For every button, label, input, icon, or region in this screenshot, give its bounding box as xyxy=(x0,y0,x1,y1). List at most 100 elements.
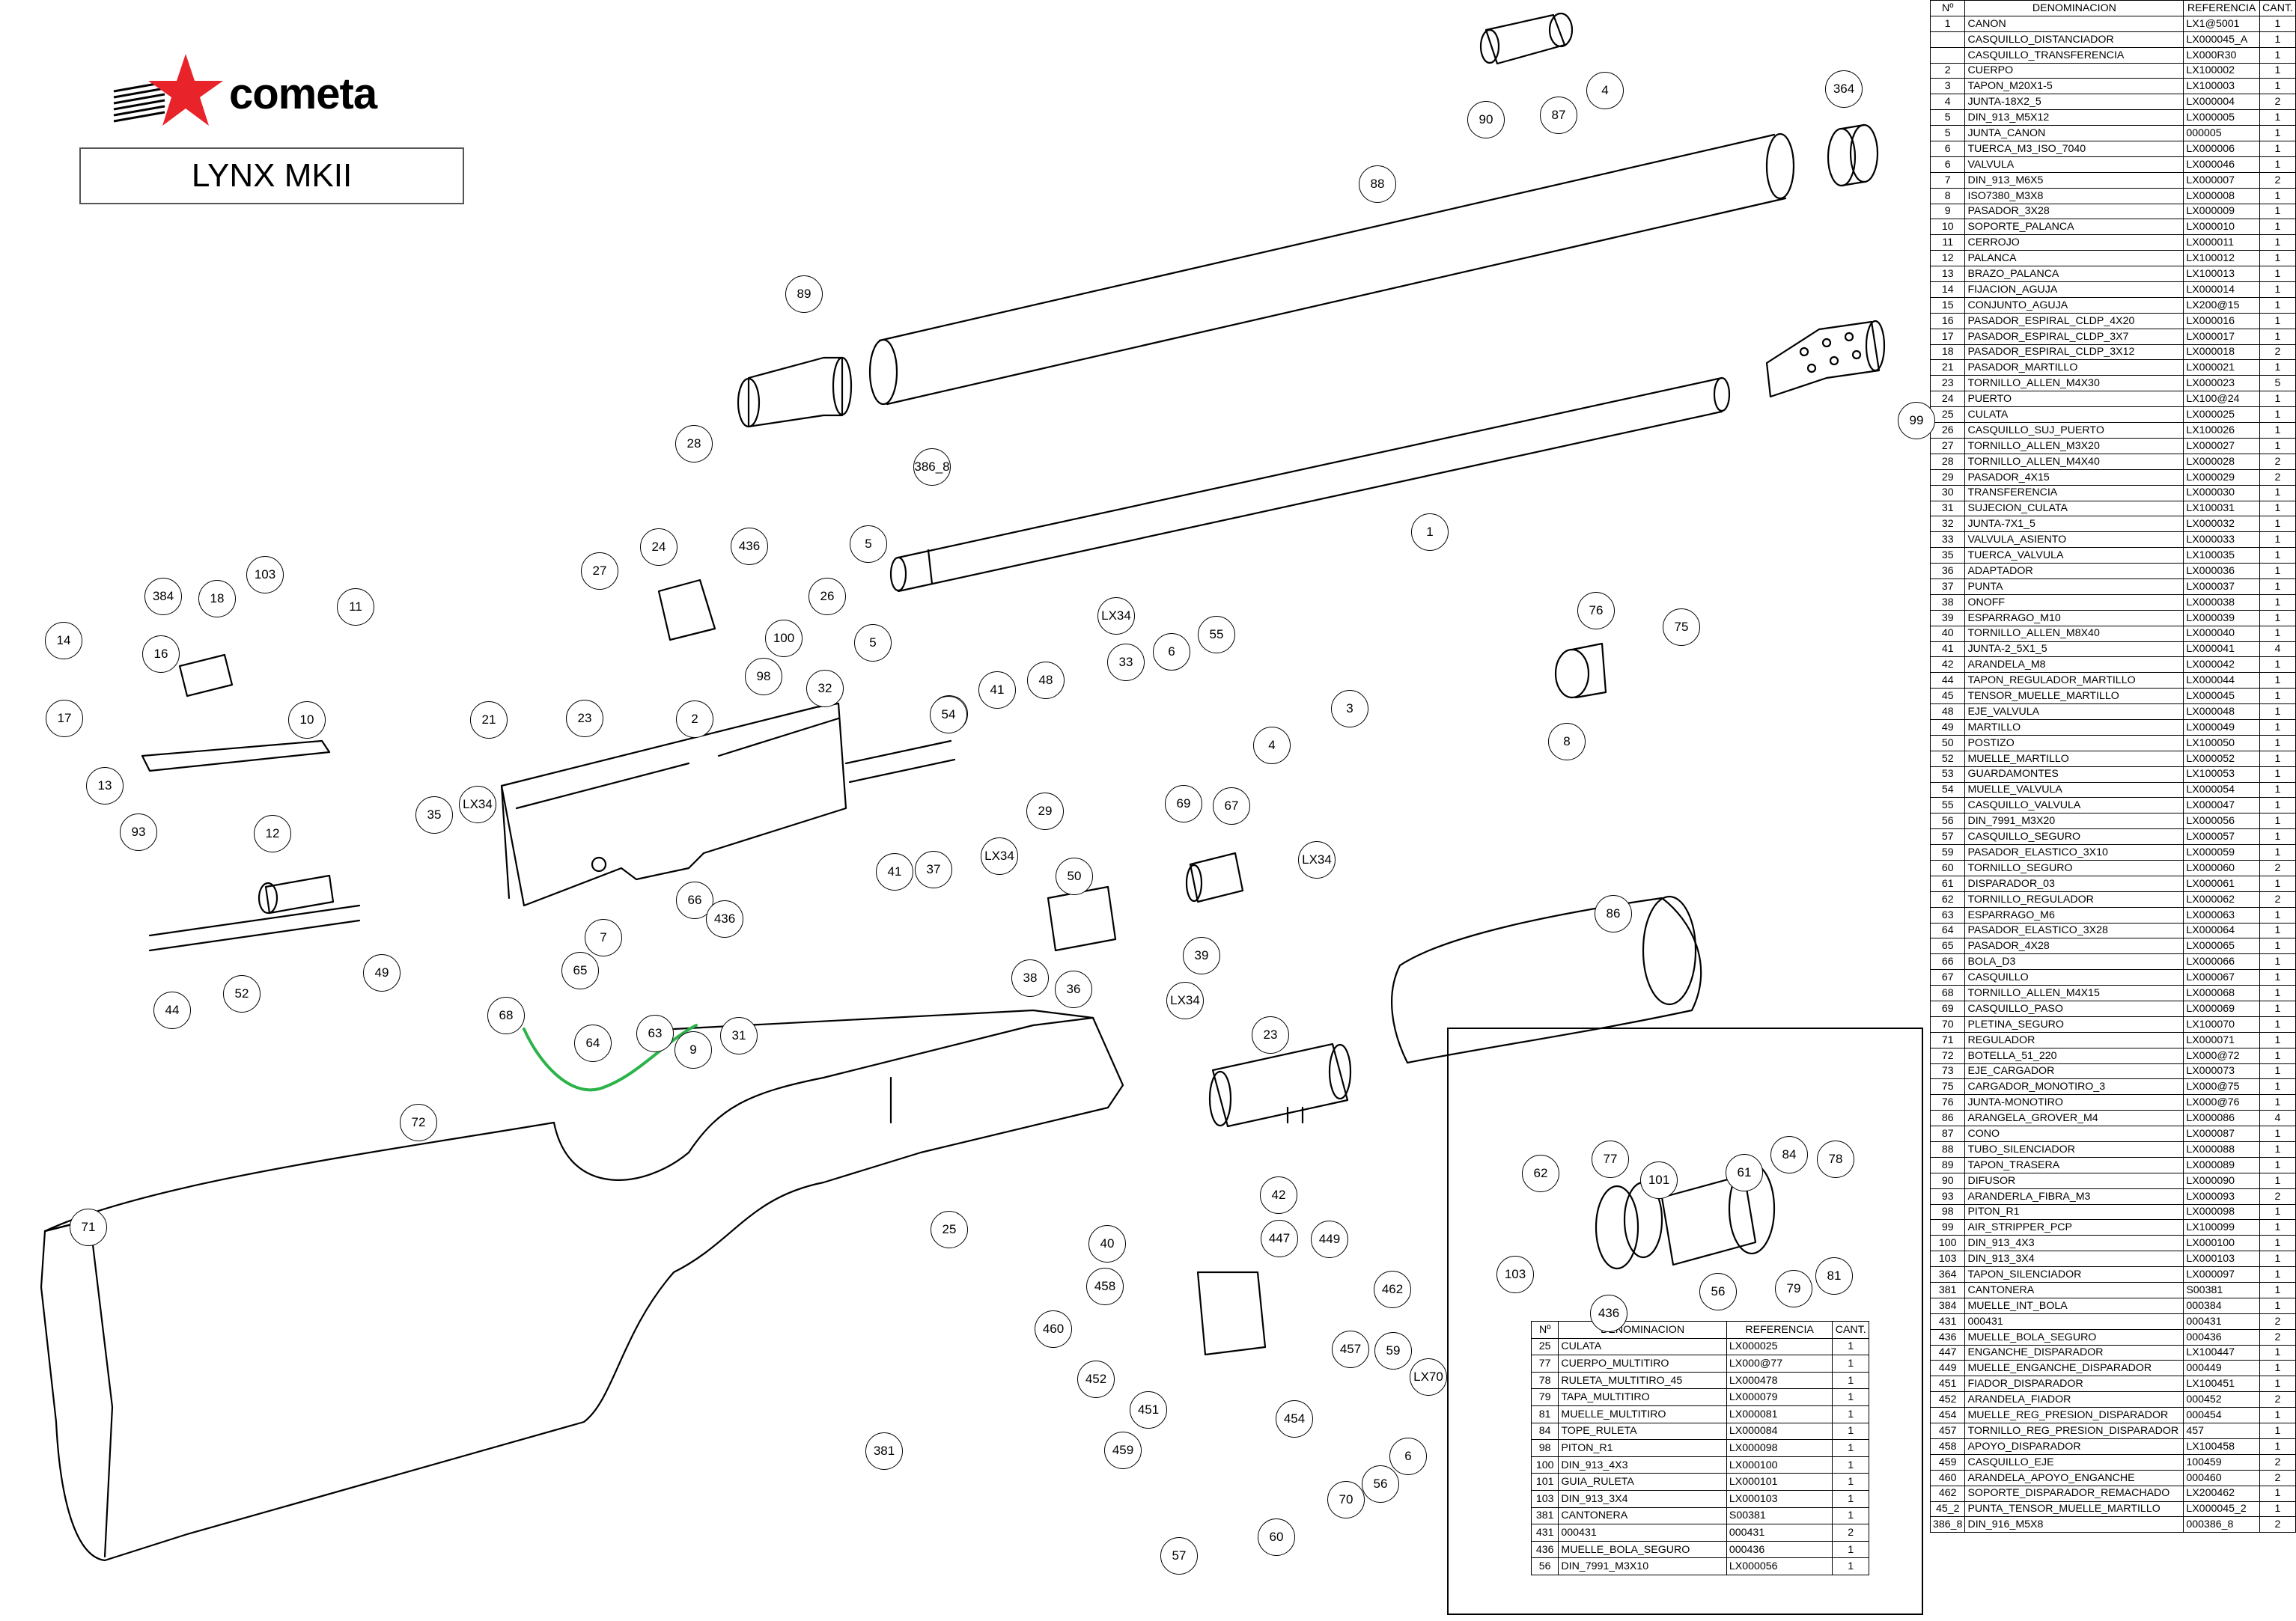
part-name: ESPARRAGO_M6 xyxy=(1964,906,2184,924)
part-name: DIN_913_4X3 xyxy=(1964,1235,2184,1252)
part-name: FIJACION_AGUJA xyxy=(1964,281,2184,298)
part-reference: LX100099 xyxy=(2183,1219,2260,1236)
part-callout: 38 xyxy=(1011,959,1049,997)
part-quantity: 1 xyxy=(2259,187,2296,204)
header-name: DENOMINACION xyxy=(1964,0,2184,16)
part-name: TUERCA_VALVULA xyxy=(1964,547,2184,564)
part-number: 99 xyxy=(1929,1219,1966,1236)
part-quantity: 1 xyxy=(2259,1376,2296,1393)
part-quantity: 1 xyxy=(2259,781,2296,799)
part-name: DIN_916_M5X8 xyxy=(1964,1516,2184,1533)
part-number: 25 xyxy=(1929,406,1966,424)
part-callout: 56 xyxy=(1362,1465,1399,1503)
part-number: 458 xyxy=(1929,1438,1966,1455)
part-name: TORNILLO_REG_PRESION_DISPARADOR xyxy=(1964,1423,2184,1439)
brand-logo: cometa xyxy=(112,52,377,135)
part-callout: 33 xyxy=(1107,644,1145,681)
part-quantity: 1 xyxy=(2259,593,2296,611)
part-number: 37 xyxy=(1929,578,1966,595)
part-reference: LX000065 xyxy=(2183,938,2260,955)
part-callout: 452 xyxy=(1077,1361,1115,1398)
part-number: 45_2 xyxy=(1929,1501,1966,1518)
part-name: VALVULA xyxy=(1964,156,2184,173)
part-quantity: 1 xyxy=(2259,1438,2296,1455)
part-name: PASADOR_ELASTICO_3X28 xyxy=(1964,922,2184,939)
part-name: MUELLE_INT_BOLA xyxy=(1964,1297,2184,1314)
part-reference: LX000@77 xyxy=(1726,1355,1833,1373)
part-callout: 103 xyxy=(1496,1256,1534,1293)
part-reference: LX000037 xyxy=(2183,578,2260,595)
part-quantity: 1 xyxy=(2259,406,2296,424)
part-reference: LX000103 xyxy=(1726,1489,1833,1508)
part-callout: 4 xyxy=(1253,727,1291,764)
part-number: 76 xyxy=(1929,1094,1966,1111)
part-callout: 10 xyxy=(288,701,326,739)
part-reference: LX000029 xyxy=(2183,468,2260,486)
part-callout: 454 xyxy=(1276,1400,1313,1438)
part-reference: LX000062 xyxy=(2183,891,2260,908)
part-reference: 000431 xyxy=(1726,1524,1833,1542)
part-reference: LX1@5001 xyxy=(2183,15,2260,32)
part-reference: LX000023 xyxy=(2183,375,2260,392)
part-reference: S00381 xyxy=(2183,1282,2260,1298)
part-callout: 451 xyxy=(1130,1391,1167,1429)
part-quantity: 1 xyxy=(2259,797,2296,814)
part-reference: 000436 xyxy=(1726,1540,1833,1559)
part-quantity: 2 xyxy=(2259,171,2296,189)
part-quantity: 1 xyxy=(2259,703,2296,720)
part-reference: LX100070 xyxy=(2183,1016,2260,1033)
part-number: 2 xyxy=(1929,62,1966,79)
part-quantity: 1 xyxy=(1832,1405,1869,1423)
part-number: 28 xyxy=(1929,453,1966,470)
part-name: CASQUILLO_TRANSFERENCIA xyxy=(1964,46,2184,64)
part-number: 60 xyxy=(1929,859,1966,876)
part-number: 3 xyxy=(1929,78,1966,95)
part-reference: LX000048 xyxy=(2183,703,2260,720)
part-name: PASADOR_3X28 xyxy=(1964,203,2184,220)
part-number: 79 xyxy=(1530,1388,1559,1406)
part-number xyxy=(1929,46,1966,64)
part-number: 42 xyxy=(1929,656,1966,674)
part-number: 68 xyxy=(1929,985,1966,1001)
part-reference: LX000046 xyxy=(2183,156,2260,173)
part-reference: LX000097 xyxy=(2183,1266,2260,1283)
part-number: 29 xyxy=(1929,468,1966,486)
part-name: TAPON_M20X1-5 xyxy=(1964,78,2184,95)
part-quantity: 1 xyxy=(2259,672,2296,689)
part-quantity: 1 xyxy=(2259,422,2296,439)
part-reference: LX000018 xyxy=(2183,344,2260,361)
part-callout: 72 xyxy=(400,1104,437,1141)
part-number: 460 xyxy=(1929,1469,1966,1486)
part-reference: LX000084 xyxy=(1726,1422,1833,1441)
part-quantity: 1 xyxy=(2259,813,2296,830)
header-quantity: CANT. xyxy=(1832,1321,1869,1339)
part-number: 56 xyxy=(1530,1557,1559,1575)
part-callout: 89 xyxy=(785,275,823,313)
part-callout: 381 xyxy=(865,1432,903,1470)
part-number: 90 xyxy=(1929,1172,1966,1189)
part-name: BOTELLA_51_220 xyxy=(1964,1047,2184,1064)
part-reference: LX000045_2 xyxy=(2183,1501,2260,1518)
part-quantity: 1 xyxy=(2259,938,2296,955)
part-quantity: 1 xyxy=(2259,516,2296,533)
part-reference: LX000033 xyxy=(2183,531,2260,549)
part-name: PITON_R1 xyxy=(1558,1439,1727,1457)
part-name: ARANDELA_APOYO_ENGANCHE xyxy=(1964,1469,2184,1486)
header-name: DENOMINACION xyxy=(1558,1321,1727,1339)
part-name: PITON_R1 xyxy=(1964,1203,2184,1221)
part-quantity: 1 xyxy=(2259,1297,2296,1314)
part-name: DIFUSOR xyxy=(1964,1172,2184,1189)
part-name: DIN_913_M5X12 xyxy=(1964,109,2184,126)
part-quantity: 1 xyxy=(2259,1266,2296,1283)
part-callout: 75 xyxy=(1663,608,1700,646)
